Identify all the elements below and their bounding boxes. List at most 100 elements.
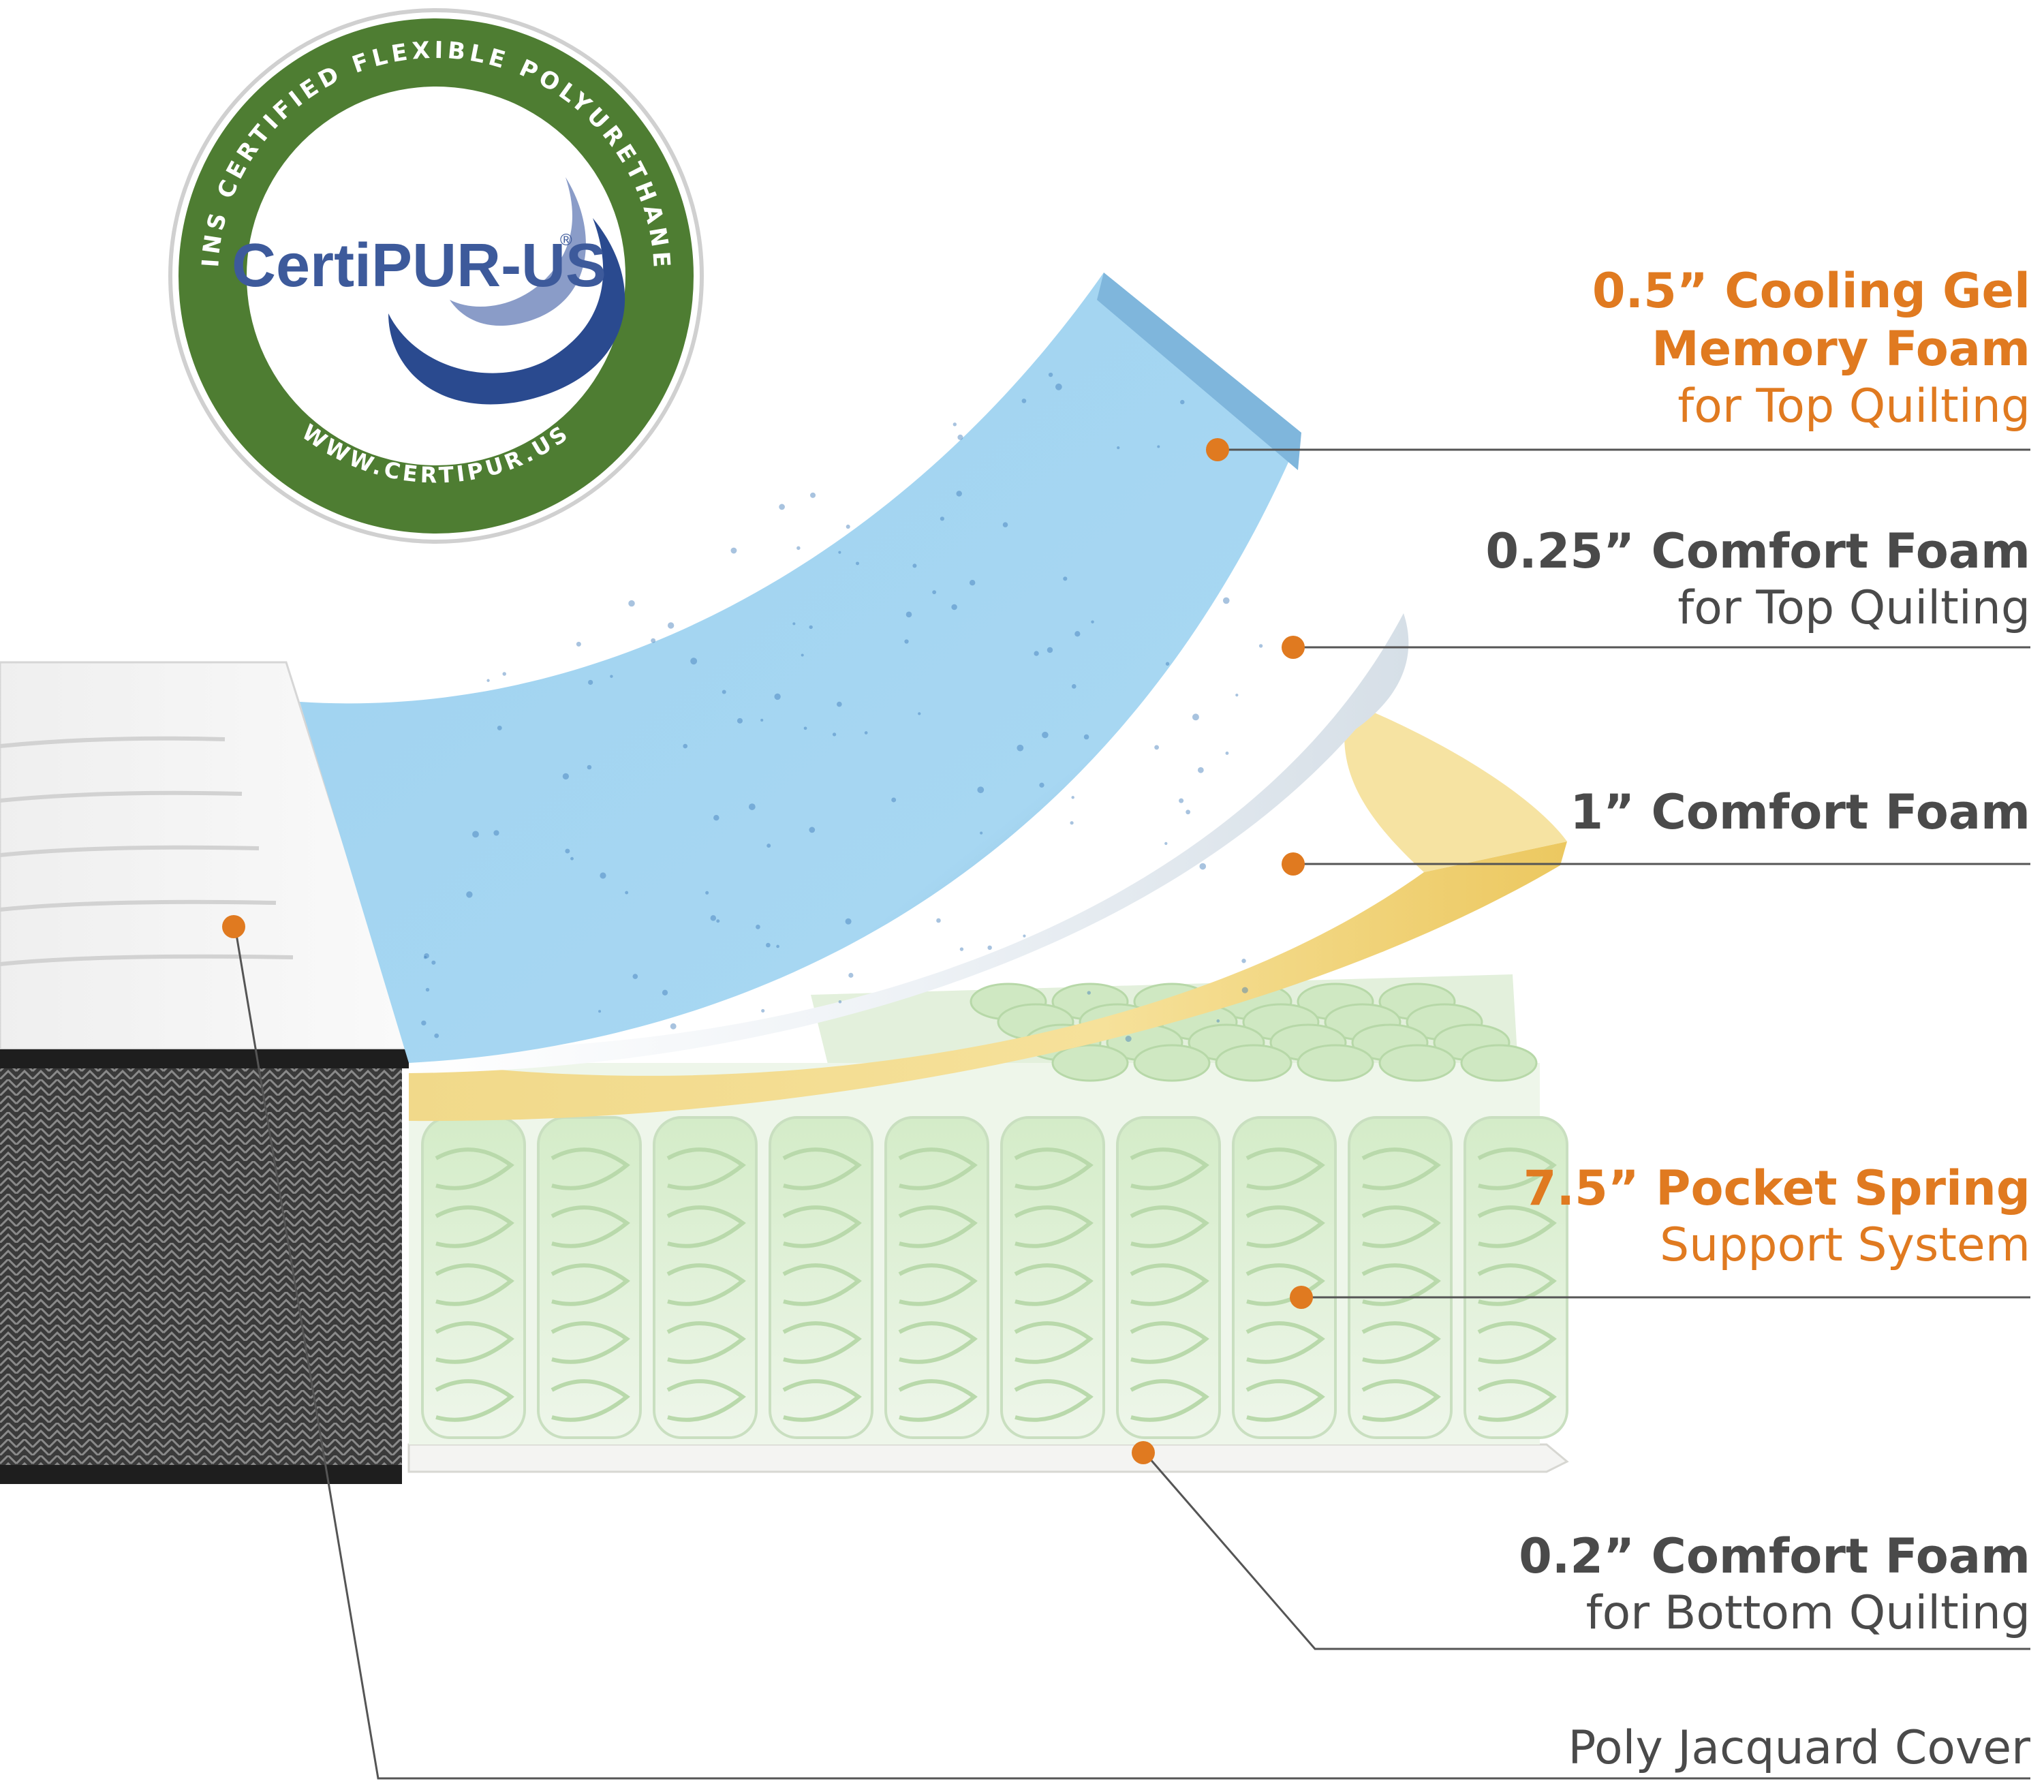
gel-speckle [748, 803, 756, 810]
gel-speckle [1164, 841, 1168, 846]
coil-wire [435, 1321, 514, 1364]
gel-speckles [421, 372, 1263, 1042]
gel-speckle [953, 422, 957, 427]
gel-speckle [625, 891, 629, 895]
gel-speckle [431, 960, 436, 965]
gel-speckle [667, 622, 675, 629]
gel-speckle [1235, 694, 1239, 697]
label-subtitle: for Bottom Quilting [1585, 1586, 2030, 1641]
gel-speckle [1197, 767, 1204, 773]
coil-wire [1477, 1321, 1557, 1364]
coil-wire [1130, 1147, 1209, 1190]
gel-speckle [1165, 662, 1170, 666]
label-subtitle: Poly Jacquard Cover [1568, 1721, 2030, 1775]
label-title-line: Memory Foam [1652, 321, 2030, 377]
gel-speckle [940, 516, 944, 521]
label-subtitle: for Top Quilting [1677, 379, 2030, 433]
gel-speckle [610, 675, 613, 678]
pocket-spring-block [409, 974, 1568, 1445]
pocket-coil [884, 1116, 989, 1439]
seal-swoosh-icon [388, 218, 625, 405]
gel-speckle [846, 524, 850, 529]
gel-speckle [932, 590, 937, 595]
gel-speckle [1002, 522, 1008, 527]
gel-speckle [1225, 751, 1229, 755]
gel-speckle [466, 891, 473, 898]
coil-wire [551, 1321, 630, 1364]
pocket-coil [769, 1116, 873, 1439]
coil-row [421, 983, 1568, 1439]
pocket-coil [1116, 1116, 1221, 1439]
gel-speckle [1039, 782, 1044, 788]
coil-wire [1361, 1205, 1441, 1248]
coil-wire [1245, 1379, 1325, 1422]
marker-dot-icon [1206, 438, 1229, 461]
coil-wire [1014, 1379, 1094, 1422]
coil-wire [1130, 1263, 1209, 1306]
gel-speckle [576, 641, 581, 647]
gel-speckle [423, 955, 427, 959]
gel-speckle [918, 712, 921, 715]
gel-speckle [493, 830, 499, 836]
seal-swoosh-light-icon [450, 177, 586, 326]
coil-wire [782, 1379, 862, 1422]
coil-wire [1014, 1205, 1094, 1248]
coil-wire [898, 1263, 978, 1306]
gel-speckle [472, 831, 479, 838]
gel-speckle [1063, 576, 1068, 581]
gel-speckle [1083, 734, 1089, 740]
gel-speckle [730, 547, 737, 554]
gel-speckle [1154, 745, 1160, 750]
gel-speckle [1222, 597, 1230, 604]
coil-wire [1477, 1379, 1557, 1422]
gel-speckle [969, 579, 976, 586]
coil-wire [782, 1205, 862, 1248]
gel-speckle [1055, 383, 1062, 390]
gel-speckle [977, 786, 985, 794]
gel-speckle [1042, 731, 1049, 739]
gel-speckle [1199, 863, 1207, 870]
gel-speckle [1186, 809, 1191, 815]
gel-speckle [957, 434, 963, 440]
coil-wire [1361, 1321, 1441, 1364]
coil-top [1378, 1044, 1456, 1082]
coil-wire [551, 1263, 630, 1306]
gel-speckle [959, 947, 964, 951]
coil-wire [666, 1263, 746, 1306]
gel-speckle [737, 717, 743, 724]
coil-wire [782, 1147, 862, 1190]
gel-speckle [1021, 399, 1027, 403]
coil-wire [1361, 1147, 1441, 1190]
gel-speckle [421, 1020, 427, 1026]
gel-speckle [1023, 934, 1026, 938]
gel-speckle [774, 693, 781, 700]
coil-wire [1245, 1321, 1325, 1364]
gel-speckle [570, 856, 574, 861]
coil-wire [782, 1321, 862, 1364]
yellow-comfort-foam [409, 841, 1567, 1122]
coil-wire [1130, 1379, 1209, 1422]
leader-comfort02 [1143, 1452, 2030, 1650]
gel-speckle [832, 732, 837, 737]
gel-speckle [662, 989, 668, 995]
gel-speckle [502, 672, 506, 676]
gel-speckle [809, 827, 816, 833]
coil-wire [666, 1147, 746, 1190]
gel-speckle [716, 919, 720, 923]
pocket-coil [653, 1116, 758, 1439]
gel-speckle [987, 945, 992, 951]
coil-wire [898, 1379, 978, 1422]
coil-wire [1014, 1263, 1094, 1306]
gel-speckle [810, 492, 816, 498]
coil-wire [551, 1147, 630, 1190]
coil-wire [551, 1205, 630, 1248]
coil-top [1460, 1044, 1538, 1082]
coil-wire [1361, 1379, 1441, 1422]
coil-wire [1130, 1321, 1209, 1364]
gel-speckle [936, 918, 941, 923]
gel-speckle [1258, 644, 1263, 648]
coil-wire [435, 1263, 514, 1306]
label-subtitle: for Top Quilting [1677, 581, 2030, 636]
label-pocket-spring: 7.5” Pocket Spring Support System [1523, 1160, 2030, 1274]
